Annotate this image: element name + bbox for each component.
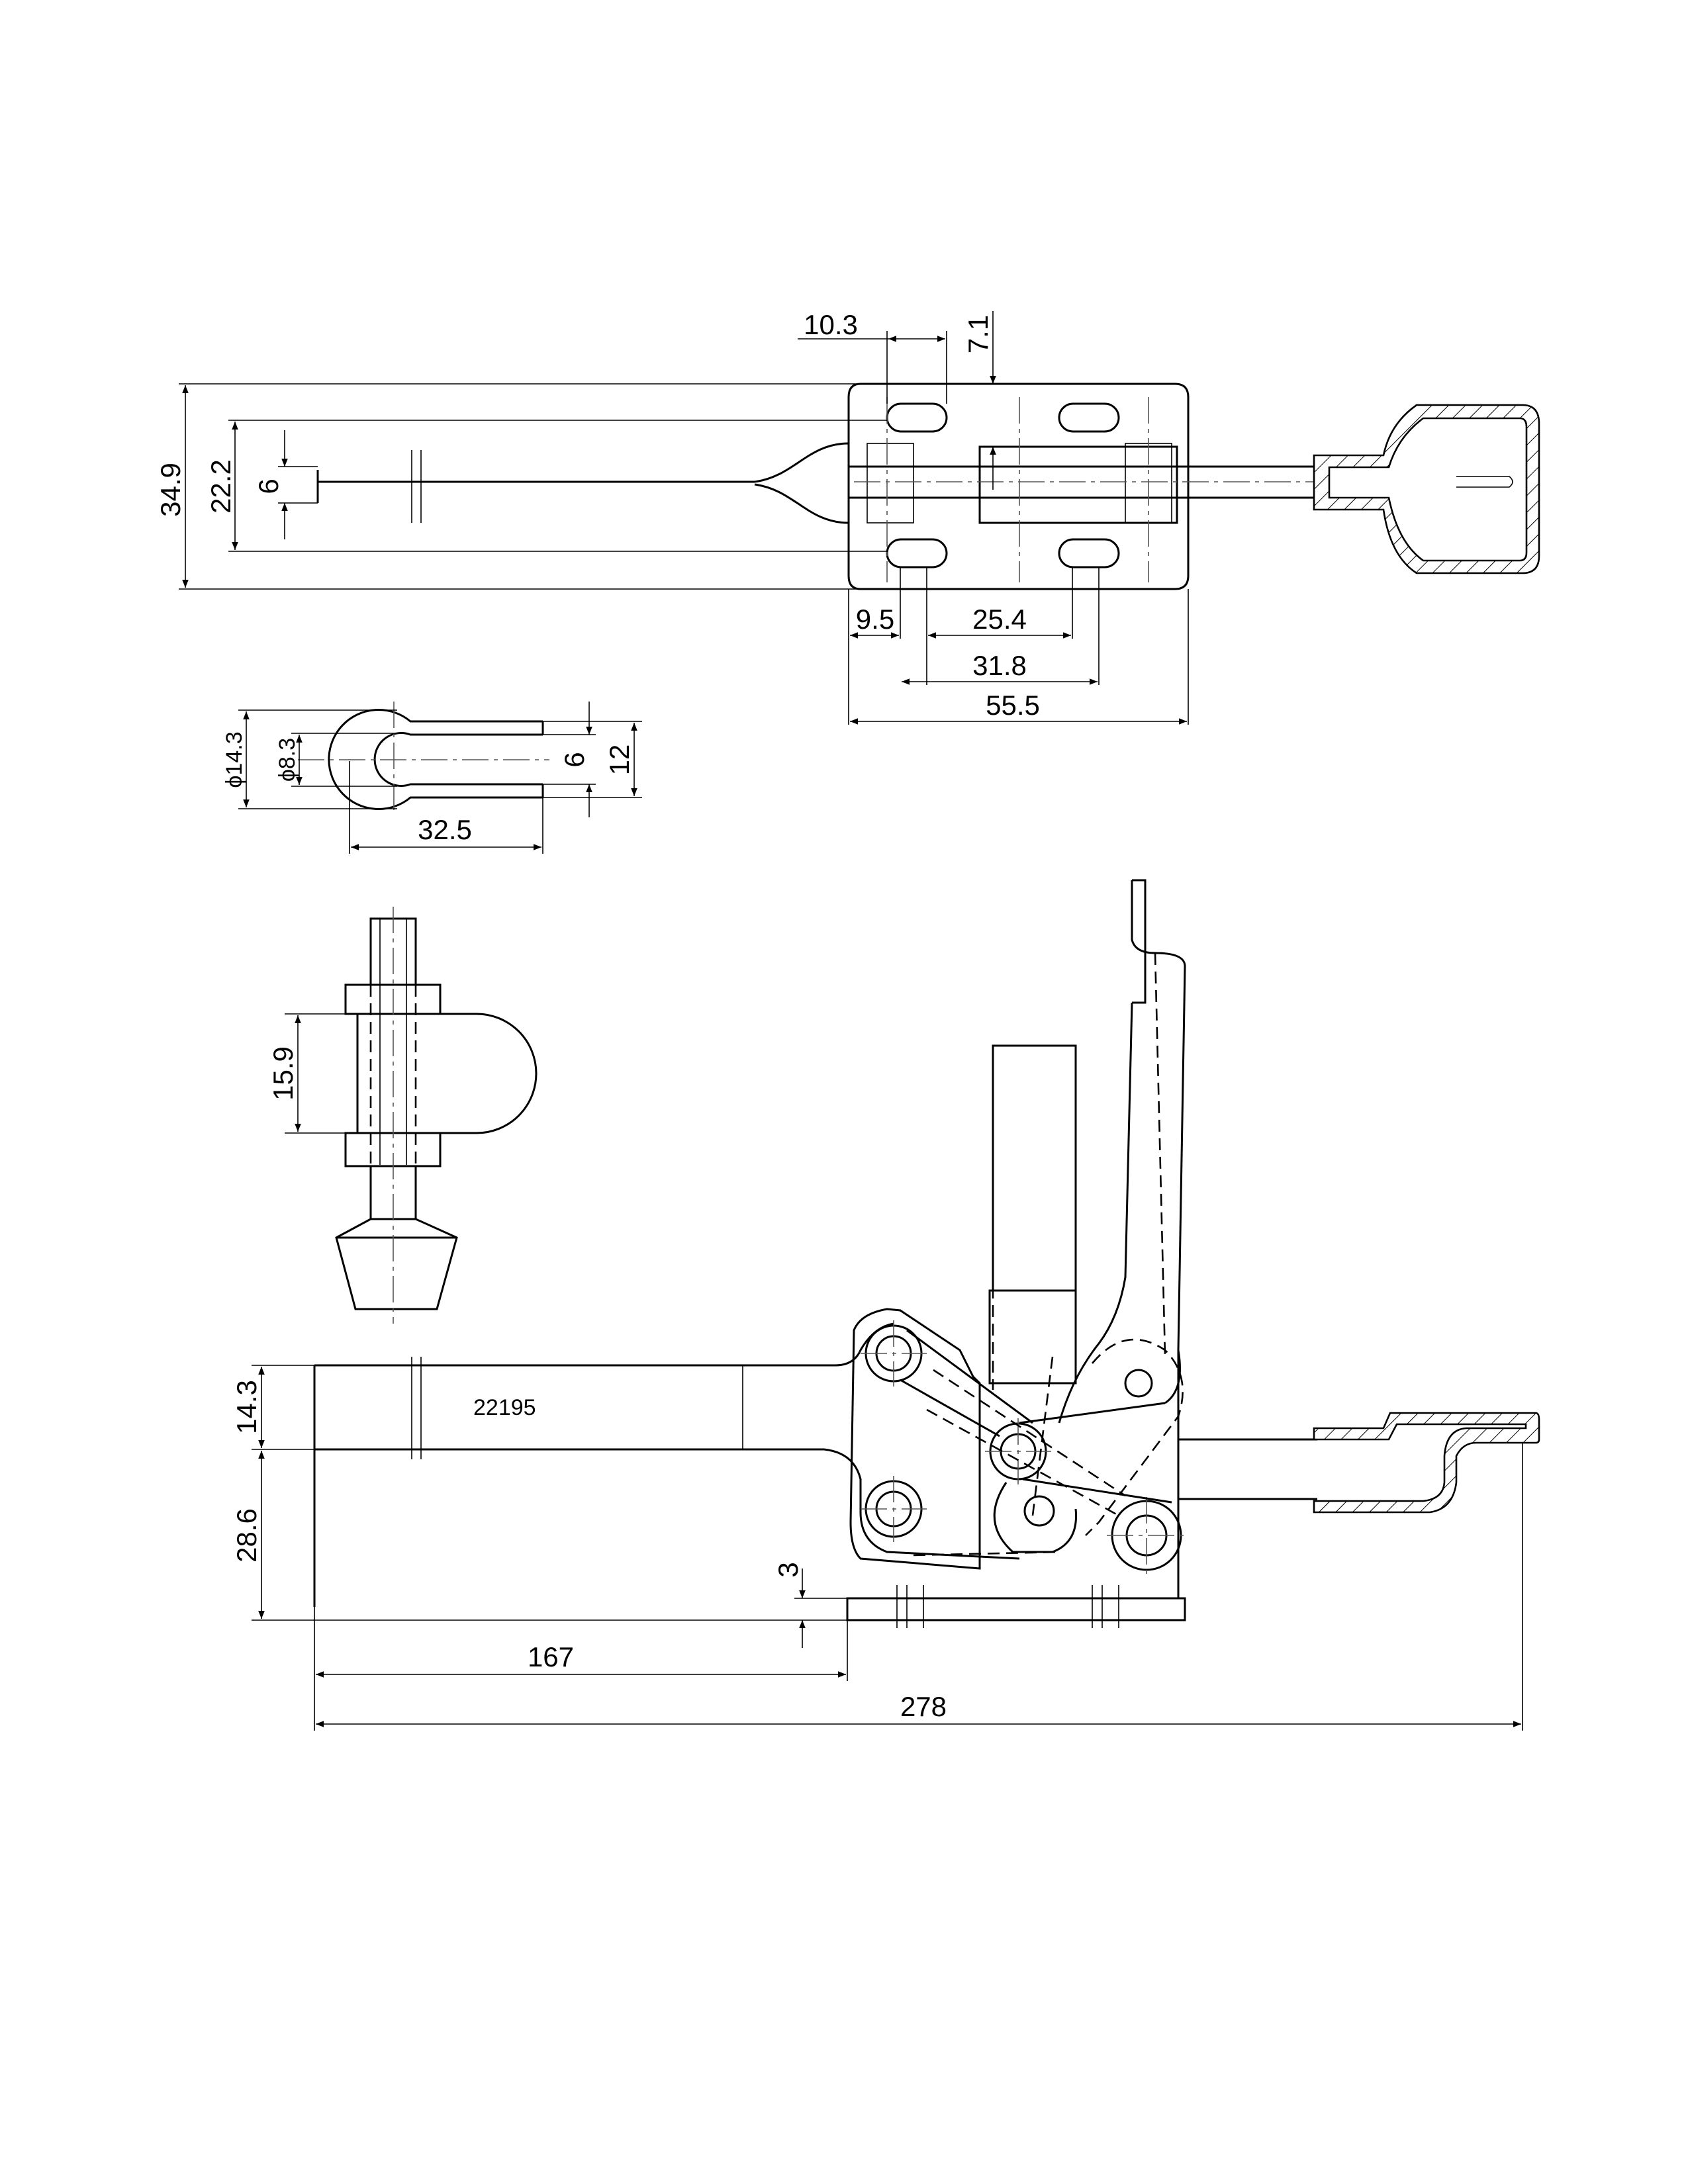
top-view-dimensions: 34.9 22.2 6 10.3 7.1 9.5 25.4 31.8 55.5 [155,309,1189,725]
dim-22-2: 22.2 [205,459,236,514]
dim-phi8-3: ϕ8.3 [275,738,300,782]
dim-phi14-3: ϕ14.3 [222,731,247,788]
dim-12-slot: 12 [604,745,635,776]
dim-9-5: 9.5 [856,604,894,635]
dim-31-8: 31.8 [972,650,1027,681]
dim-28-6: 28.6 [231,1508,262,1563]
dim-15-9: 15.9 [267,1046,299,1101]
pivot-pins [865,1324,1182,1571]
dim-25-4: 25.4 [972,604,1027,635]
spindle-view: 15.9 [267,907,538,1324]
dim-7-1: 7.1 [962,315,994,353]
dim-34-9: 34.9 [155,463,186,517]
dim-14-3: 14.3 [231,1380,262,1434]
dim-6-top: 6 [253,478,284,494]
dim-3: 3 [773,1562,804,1577]
dim-6-slot: 6 [559,752,590,767]
mounting-slots [886,402,1120,569]
dim-55-5: 55.5 [986,690,1040,721]
dim-32-5: 32.5 [418,814,472,845]
top-view [316,383,1540,590]
dim-278: 278 [900,1691,947,1722]
dim-10-3: 10.3 [804,309,858,340]
dim-167: 167 [528,1641,574,1672]
part-number: 22195 [473,1395,536,1420]
side-view: 22195 [231,879,1540,1731]
slot-detail-view: ϕ14.3 ϕ8.3 6 12 32.5 [222,702,642,854]
base-plate [847,383,1190,590]
